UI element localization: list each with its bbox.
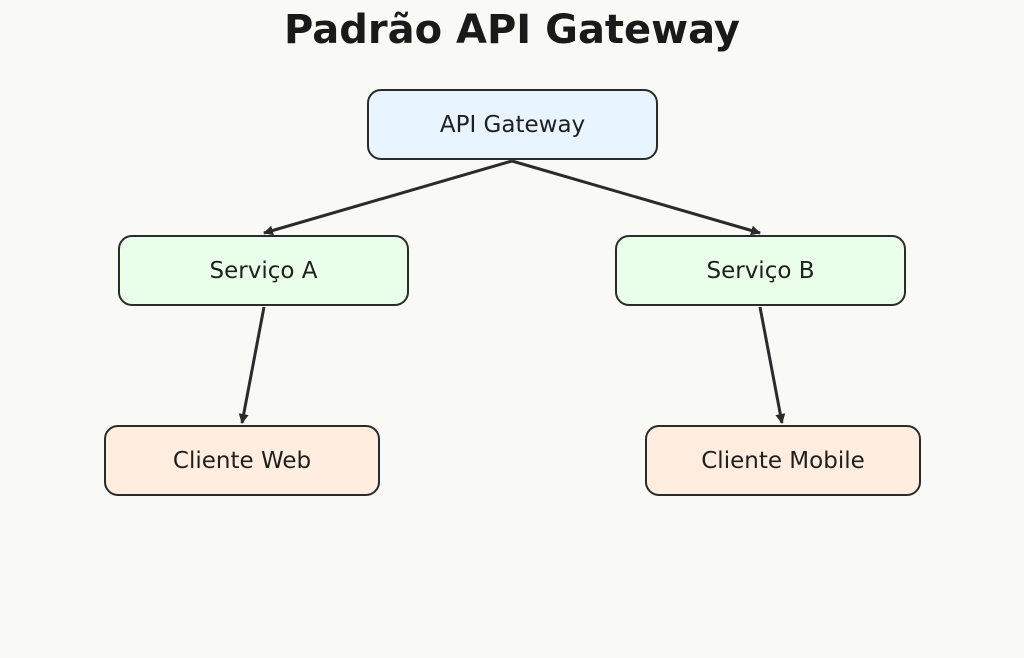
edge-service-b-to-client-mobile xyxy=(758,306,786,424)
node-label: Serviço A xyxy=(209,257,318,284)
node-label: Serviço B xyxy=(706,257,815,284)
node-label: API Gateway xyxy=(439,111,586,138)
node-client-mobile: Cliente Mobile xyxy=(645,425,921,496)
node-service-b: Serviço B xyxy=(615,235,906,306)
edge-service-a-to-client-web xyxy=(238,306,266,424)
edge-gateway-to-service-b xyxy=(511,159,761,236)
edge-gateway-to-service-a xyxy=(263,159,513,236)
diagram-title: Padrão API Gateway xyxy=(284,7,740,53)
node-label: Cliente Web xyxy=(172,447,312,474)
node-service-a: Serviço A xyxy=(118,235,409,306)
node-label: Cliente Mobile xyxy=(701,447,865,474)
node-client-web: Cliente Web xyxy=(104,425,380,496)
node-api-gateway: API Gateway xyxy=(367,89,658,160)
